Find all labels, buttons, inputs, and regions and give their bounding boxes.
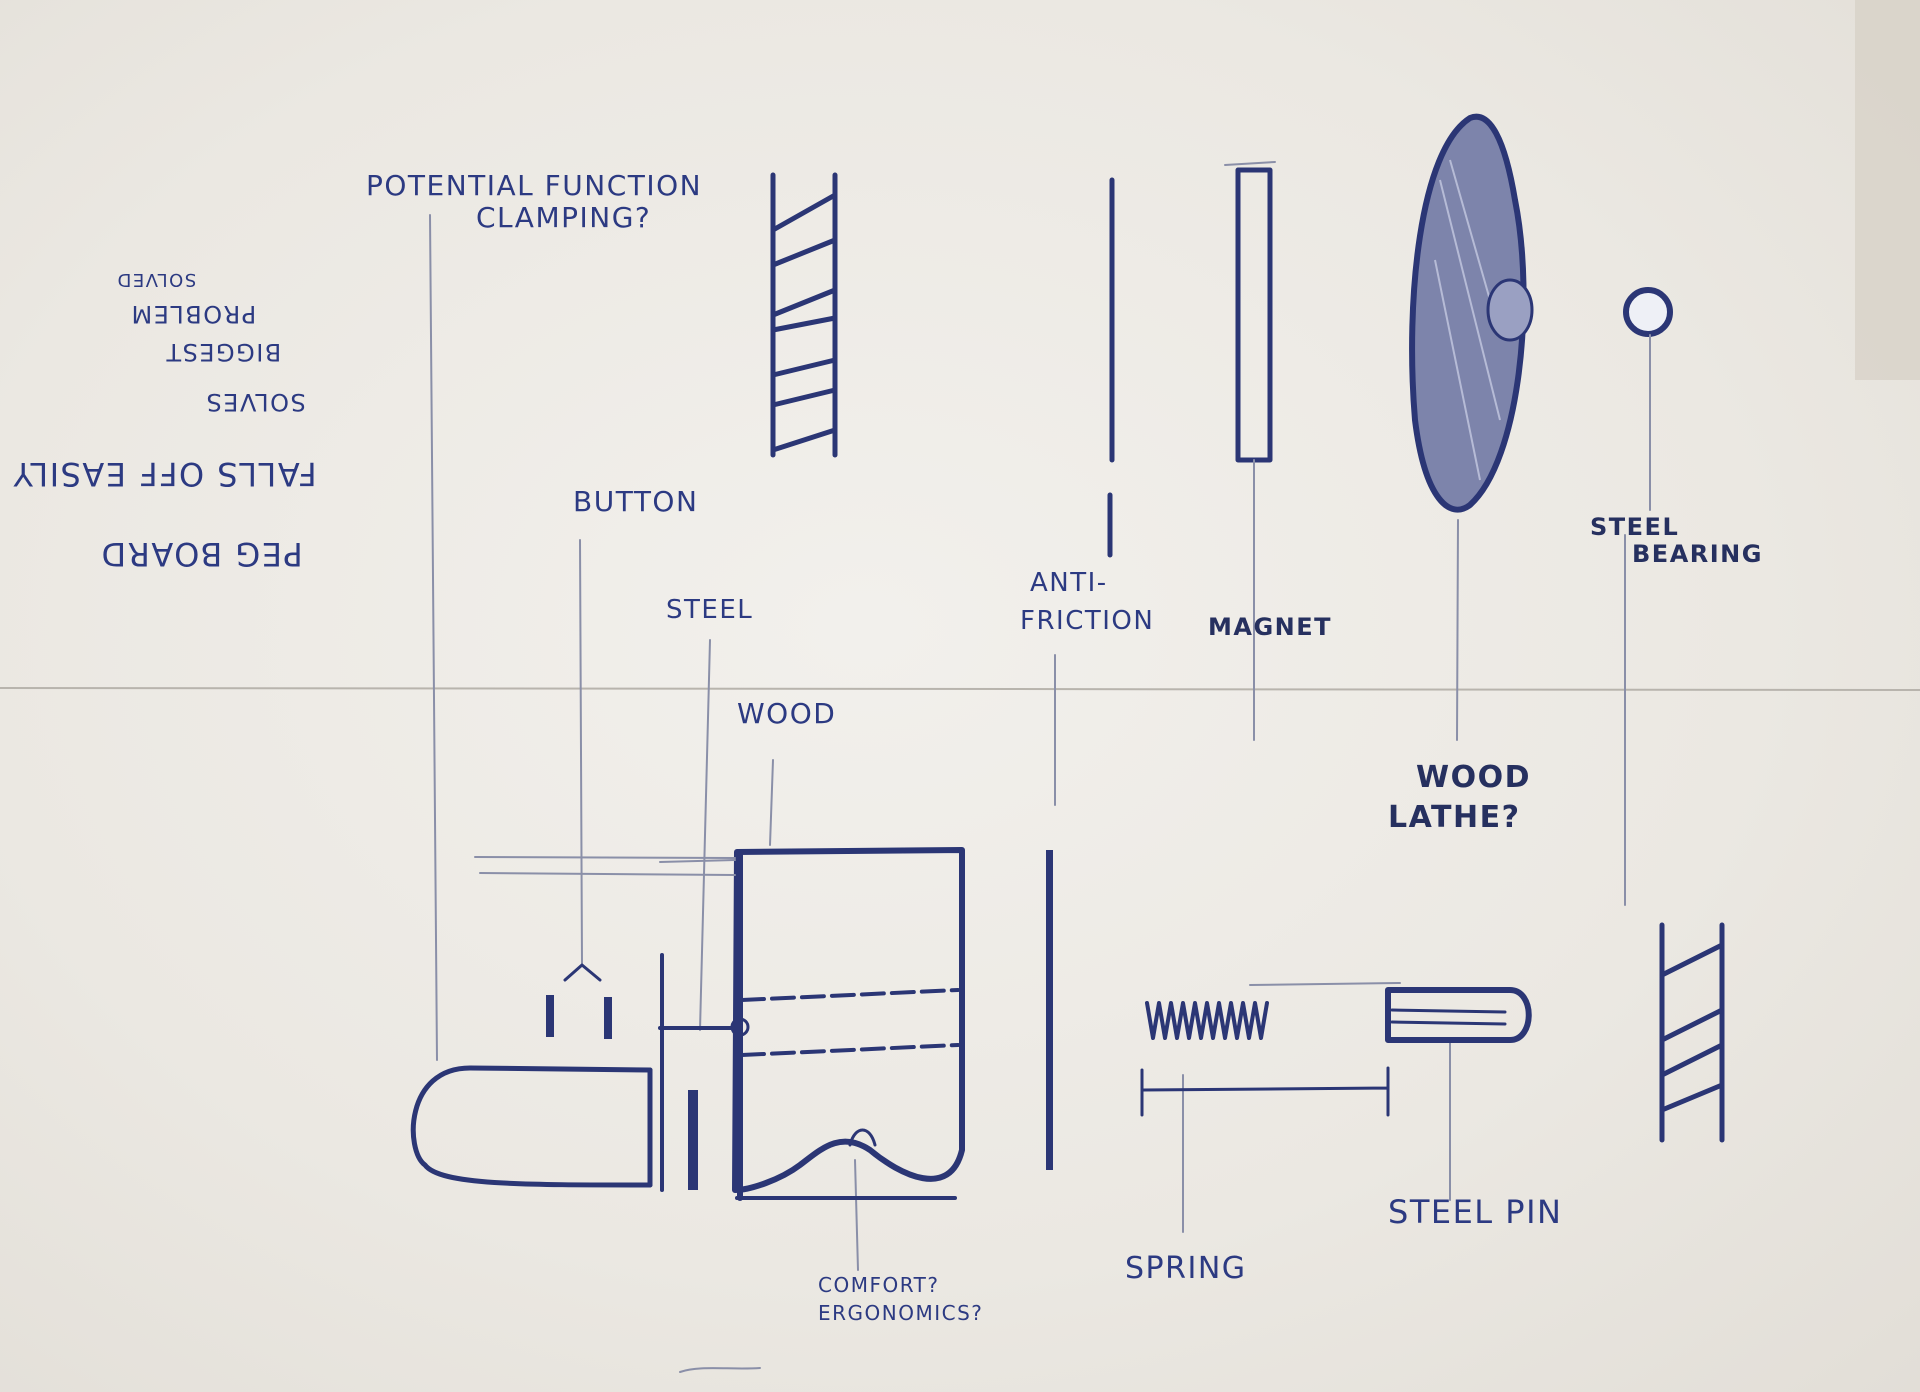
upside-down-line-5: PROBLEM (130, 300, 257, 328)
comfort-label: COMFORT? (818, 1273, 940, 1297)
steel-bearing-icon (1623, 287, 1673, 511)
anti-friction-label-1: ANTI- (1030, 568, 1108, 598)
upside-down-line-3: SOLVES (205, 388, 306, 416)
fold-crease (0, 687, 1920, 691)
ergonomics-label: ERGONOMICS? (818, 1301, 984, 1325)
steel-pin-icon (1385, 987, 1532, 1043)
wood-lathe-label-2: LATHE? (1388, 800, 1521, 835)
bottom-scribble (679, 1367, 761, 1373)
steel-bearing-label-1: STEEL (1590, 513, 1680, 541)
upside-down-line-4: BIGGEST (165, 338, 282, 366)
spring-icon (1140, 982, 1401, 1117)
steel-label: STEEL (666, 595, 754, 625)
magnet-bar-icon (1224, 161, 1276, 741)
anti-friction-label-2: FRICTION (1020, 606, 1155, 636)
handle-assembly-icon (410, 847, 1053, 1201)
clamping-note: CLAMPING? (476, 201, 652, 234)
potential-function-note: POTENTIAL FUNCTION (366, 169, 703, 202)
spring-label: SPRING (1125, 1251, 1247, 1286)
anti-friction-strip-icon (1107, 177, 1115, 558)
torn-edge (1855, 0, 1920, 380)
wood-lathe-piece-icon (1409, 113, 1534, 741)
upside-down-line-1: PEG BOARD (100, 535, 303, 573)
pegboard-bottom-icon (1659, 922, 1725, 1143)
leader-lines (429, 214, 1626, 1271)
upside-down-line-6: SOLVED (116, 269, 197, 290)
steel-bearing-label-2: BEARING (1632, 540, 1763, 568)
pegboard-icon (770, 172, 838, 458)
wood-lathe-label-1: WOOD (1416, 760, 1531, 795)
button-label: BUTTON (573, 485, 699, 518)
upside-down-line-2: FALLS OFF EASILY (12, 455, 317, 493)
magnet-label: MAGNET (1208, 613, 1333, 641)
steel-pin-label: STEEL PIN (1388, 1193, 1563, 1231)
wood-label: WOOD (737, 697, 837, 730)
